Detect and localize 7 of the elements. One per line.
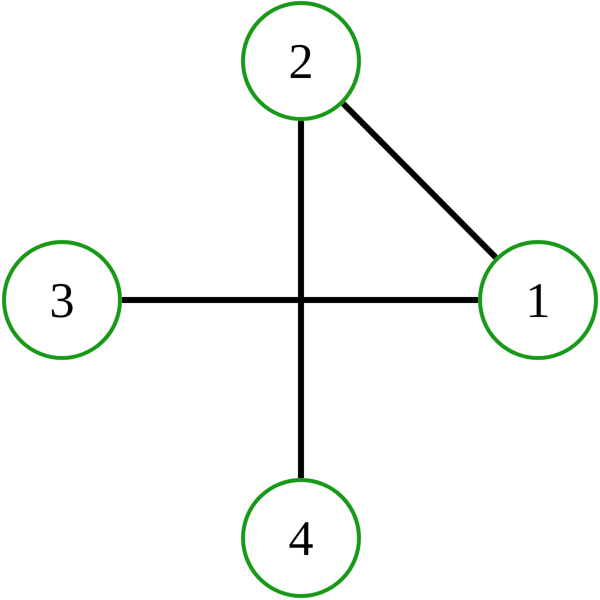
node-label: 3 <box>50 275 74 325</box>
connector-line <box>341 102 498 260</box>
node-label: 4 <box>288 513 314 563</box>
node-label: 2 <box>288 36 314 86</box>
connector-line <box>122 297 478 303</box>
node-label: 1 <box>526 275 550 325</box>
connector-line <box>298 121 304 478</box>
